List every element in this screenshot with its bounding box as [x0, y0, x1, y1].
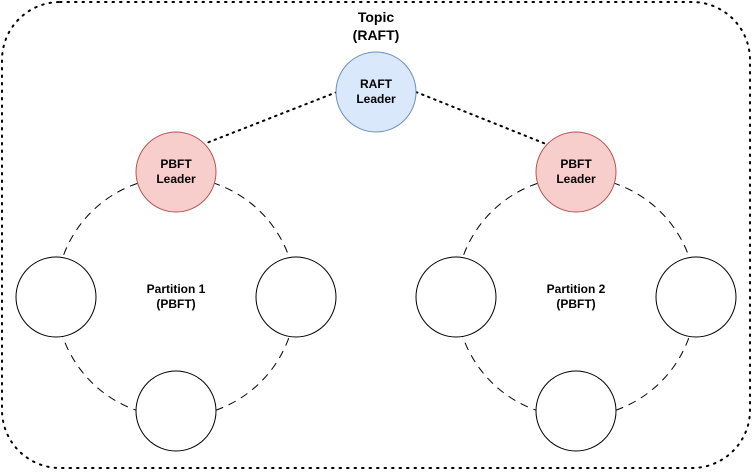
partition-1-node-bottom — [135, 370, 217, 452]
partition-1-node-left — [15, 256, 97, 338]
partition-2-pbft-leader — [535, 131, 617, 213]
raft-to-pbft-left-connector — [203, 91, 338, 145]
partition-2-node-right — [655, 256, 737, 338]
partition-1-leader-label-line1: PBFT — [160, 157, 192, 171]
partition-1-label-line2: (PBFT) — [156, 297, 195, 311]
raft-leader-label-line2: Leader — [356, 92, 396, 106]
topic-title: Topic — [358, 9, 395, 25]
raft-leader-label-line1: RAFT — [360, 77, 393, 91]
partition-2-leader-label-line1: PBFT — [560, 157, 592, 171]
partition-2-leader-label-line2: Leader — [556, 172, 596, 186]
partition-2-label-line1: Partition 2 — [547, 282, 606, 296]
raft-leader-node — [335, 51, 417, 133]
partition-1-pbft-leader — [135, 131, 217, 213]
partition-2-node-bottom — [535, 370, 617, 452]
partition-1-node-right — [255, 256, 337, 338]
topic-subtitle: (RAFT) — [353, 27, 400, 43]
partition-1-label-line1: Partition 1 — [147, 282, 206, 296]
partition-1-leader-label-line2: Leader — [156, 172, 196, 186]
raft-to-pbft-right-connector — [415, 91, 547, 145]
partition-2-node-left — [415, 256, 497, 338]
partition-2-label-line2: (PBFT) — [556, 297, 595, 311]
